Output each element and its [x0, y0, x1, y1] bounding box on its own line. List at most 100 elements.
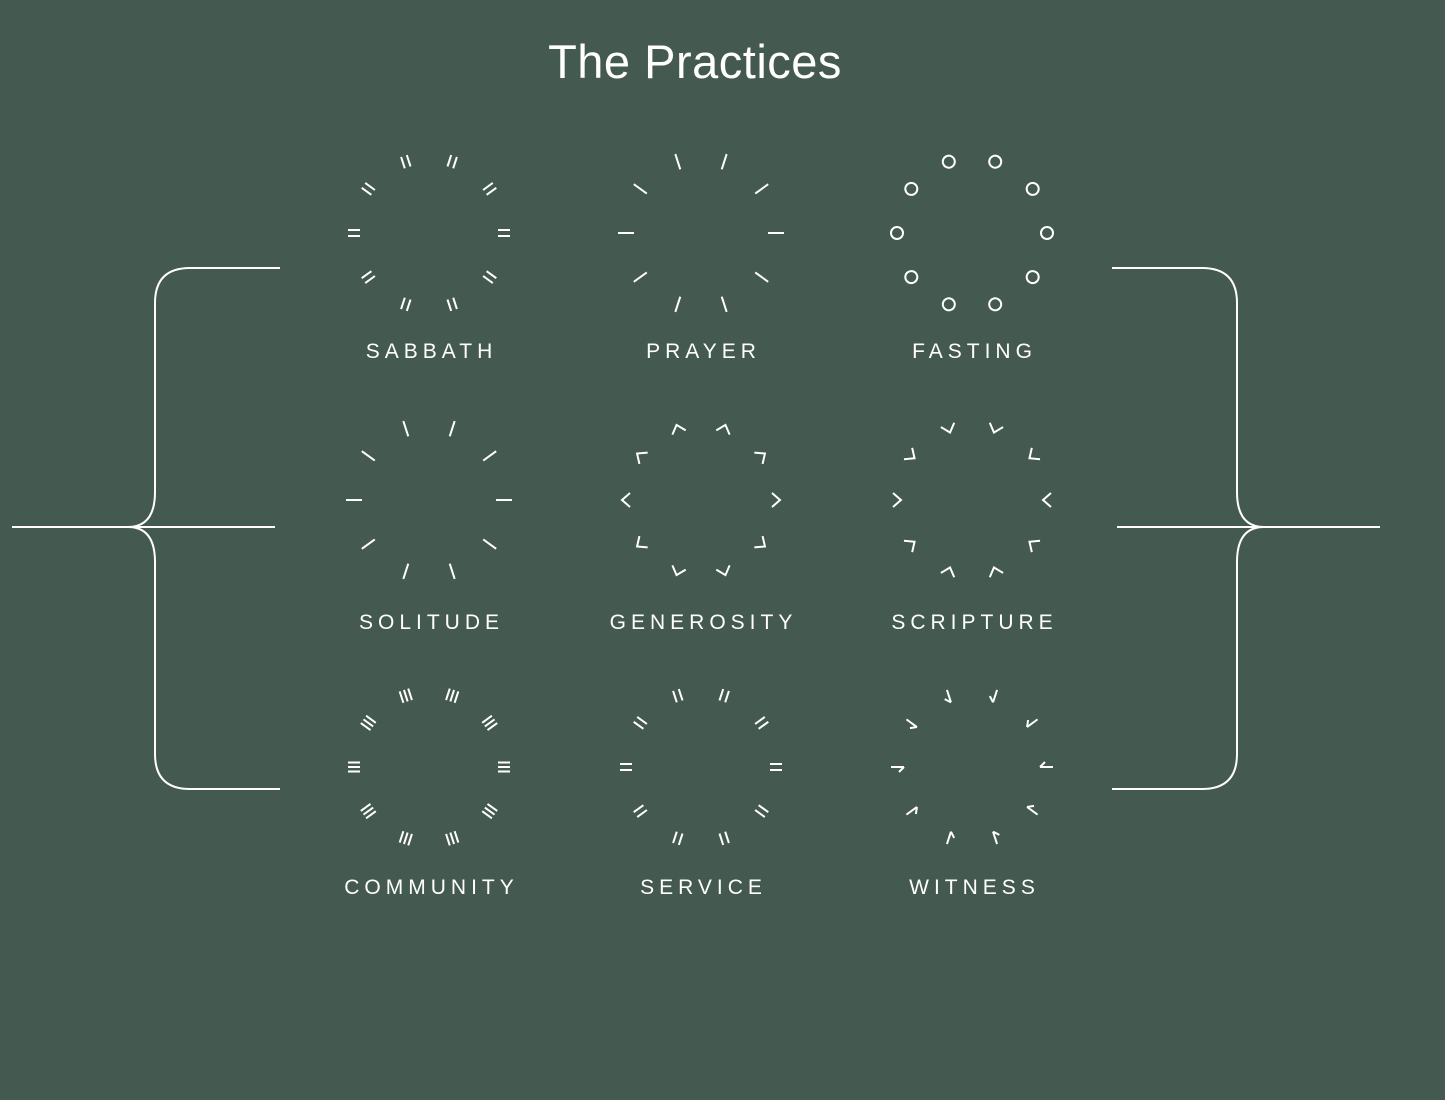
practice-label: PRAYER — [646, 340, 761, 363]
practice-ring — [618, 153, 784, 313]
single-dash-icon — [633, 271, 648, 283]
circle-icon — [988, 154, 1003, 169]
chevron-out-icon — [671, 423, 687, 436]
practice-ring — [891, 689, 1053, 845]
single-dash-icon — [754, 271, 769, 283]
double-bar-icon — [718, 688, 730, 703]
arrow-in-icon — [1026, 718, 1039, 728]
double-bar-icon — [498, 229, 510, 237]
practice-label: SERVICE — [640, 876, 767, 899]
circle-icon — [890, 226, 904, 240]
chevron-out-icon — [635, 535, 648, 549]
single-dash-icon — [361, 538, 376, 550]
single-dash-icon — [361, 450, 376, 462]
double-bar-icon — [672, 688, 684, 703]
single-dash-icon — [720, 296, 728, 313]
chevron-in-icon — [1028, 447, 1041, 461]
arrow-in-icon — [891, 766, 905, 773]
single-dash-icon — [754, 183, 769, 195]
arrow-in-icon — [945, 831, 956, 845]
chevron-out-icon — [754, 451, 767, 465]
arrow-in-icon — [1026, 804, 1039, 816]
single-dash-icon — [633, 183, 648, 195]
single-dash-icon — [482, 450, 497, 462]
practice-label: SCRIPTURE — [891, 611, 1058, 634]
arrow-in-icon — [992, 830, 1000, 845]
chevron-in-icon — [940, 422, 956, 434]
single-dash-icon — [674, 296, 682, 313]
chevron-out-icon — [620, 492, 631, 508]
double-bar-icon — [361, 182, 376, 196]
triple-bar-icon — [360, 714, 377, 731]
chevron-out-icon — [715, 564, 731, 577]
triple-bar-icon — [360, 803, 377, 820]
triple-bar-icon — [445, 688, 460, 704]
chevron-in-icon — [940, 566, 956, 578]
double-bar-icon — [718, 831, 730, 846]
double-bar-icon — [672, 831, 684, 846]
double-bar-icon — [400, 154, 412, 169]
double-bar-icon — [770, 763, 782, 771]
single-dash-icon — [448, 563, 456, 580]
circle-icon — [1025, 270, 1040, 285]
double-bar-icon — [446, 154, 458, 169]
practice-ring — [620, 688, 782, 846]
arrow-in-icon — [905, 718, 918, 730]
circle-icon — [988, 297, 1003, 312]
single-dash-icon — [402, 563, 410, 580]
practice-ring — [890, 154, 1054, 312]
practice-ring — [620, 423, 782, 577]
double-bar-icon — [633, 804, 648, 818]
practice-label: FASTING — [912, 340, 1037, 363]
single-dash-icon — [482, 538, 497, 550]
chevron-out-icon — [754, 535, 767, 549]
double-bar-icon — [633, 716, 648, 730]
circle-icon — [904, 270, 919, 285]
left-brace — [127, 267, 280, 790]
arrow-in-icon — [988, 689, 999, 703]
double-bar-icon — [482, 182, 497, 196]
chevron-in-icon — [1041, 492, 1052, 508]
double-bar-icon — [754, 804, 769, 818]
single-dash-icon — [674, 153, 682, 170]
circle-icon — [1040, 226, 1054, 240]
chevron-in-icon — [892, 492, 903, 508]
chevron-in-icon — [903, 447, 916, 461]
single-dash-icon — [448, 420, 456, 437]
triple-bar-icon — [445, 830, 460, 846]
double-bar-icon — [400, 297, 412, 312]
circle-icon — [941, 154, 956, 169]
circle-icon — [1025, 181, 1040, 196]
chevron-in-icon — [988, 566, 1004, 578]
chevron-in-icon — [1028, 539, 1041, 553]
chevron-out-icon — [671, 564, 687, 577]
right-brace — [1112, 267, 1265, 790]
triple-bar-icon — [498, 761, 510, 773]
single-dash-icon — [402, 420, 410, 437]
double-bar-icon — [348, 229, 360, 237]
triple-bar-icon — [481, 714, 498, 731]
practice-label: COMMUNITY — [344, 876, 519, 899]
practice-label: SOLITUDE — [358, 611, 505, 634]
circle-icon — [904, 181, 919, 196]
triple-bar-icon — [481, 803, 498, 820]
circle-icon — [941, 297, 956, 312]
arrow-in-icon — [905, 806, 918, 816]
chevron-in-icon — [988, 422, 1004, 434]
single-dash-icon — [720, 153, 728, 170]
chevron-out-icon — [715, 423, 731, 436]
chevron-out-icon — [635, 451, 648, 465]
double-bar-icon — [446, 297, 458, 312]
double-bar-icon — [361, 270, 376, 284]
practice-ring — [892, 422, 1052, 578]
practice-label: SABBATH — [365, 340, 498, 363]
arrow-in-icon — [944, 689, 952, 704]
practice-ring — [348, 154, 510, 312]
practice-ring — [348, 688, 510, 846]
arrow-in-icon — [1039, 761, 1053, 768]
double-bar-icon — [482, 270, 497, 284]
practice-label: WITNESS — [909, 876, 1040, 899]
practice-label: GENEROSITY — [609, 611, 798, 634]
double-bar-icon — [620, 763, 632, 771]
